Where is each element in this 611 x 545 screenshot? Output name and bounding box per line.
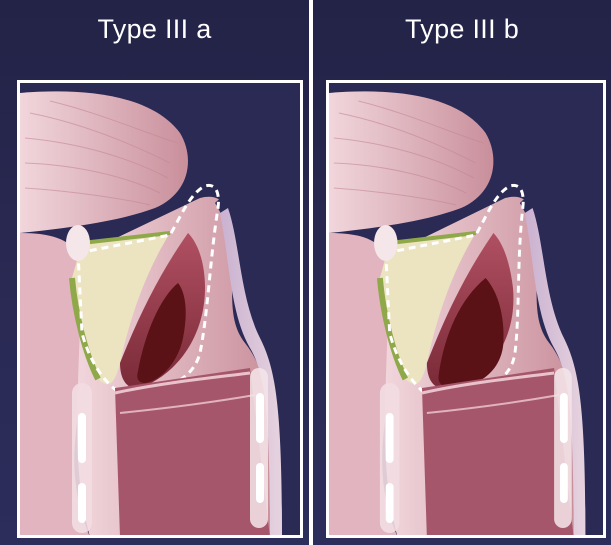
anatomy-illustration	[20, 83, 302, 537]
lower-tube	[115, 368, 270, 537]
lower-tube	[422, 368, 574, 537]
panel-type-iii-a: Type III a	[0, 0, 309, 545]
panel-title: Type III a	[0, 14, 309, 45]
panel-title: Type III b	[313, 14, 611, 45]
anatomy-illustration	[329, 83, 605, 537]
illustration-frame	[326, 80, 606, 538]
illustration-frame	[17, 80, 303, 538]
panel-type-iii-b: Type III b	[313, 0, 611, 545]
